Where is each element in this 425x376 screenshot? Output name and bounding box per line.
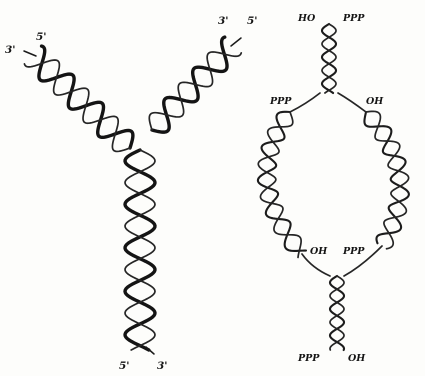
replication-bubble-diagram: HO PPP PPP OH OH PPP PPP OH — [258, 13, 409, 364]
inner-ppp-label: PPP — [342, 246, 365, 257]
fork-ppp-label: PPP — [269, 96, 292, 107]
stem-5prime-label: 5' — [119, 360, 130, 372]
bubble-right-duplex — [364, 111, 408, 248]
fork-connector — [302, 254, 330, 276]
inner-oh-label: OH — [310, 246, 328, 257]
right-arm-5prime-label: 5' — [247, 15, 258, 27]
bottom-ppp-label: PPP — [297, 353, 320, 364]
strand-end-tick — [24, 51, 36, 56]
bottom-oh-label: OH — [348, 353, 366, 364]
fork-oh-label: OH — [366, 96, 384, 107]
right-arm-3prime-label: 3' — [218, 15, 229, 27]
top-parental-duplex — [322, 24, 336, 93]
bubble-left-duplex — [258, 112, 306, 258]
replication-fork-diagram: 3' 5' 3' 5' 5' 3' — [5, 15, 258, 372]
parental-duplex — [125, 150, 155, 350]
strand-end-tick — [231, 38, 241, 46]
left-arm-3prime-label: 3' — [5, 44, 16, 56]
right-arm-duplex — [149, 37, 241, 132]
top-ho-label: HO — [297, 13, 316, 24]
left-arm-5prime-label: 5' — [36, 31, 47, 43]
fork-connector — [338, 93, 366, 112]
fork-connector — [290, 93, 320, 112]
top-ppp-label: PPP — [342, 13, 365, 24]
stem-3prime-label: 3' — [157, 360, 168, 372]
left-arm-duplex — [24, 46, 132, 151]
bottom-parental-duplex — [330, 276, 344, 350]
